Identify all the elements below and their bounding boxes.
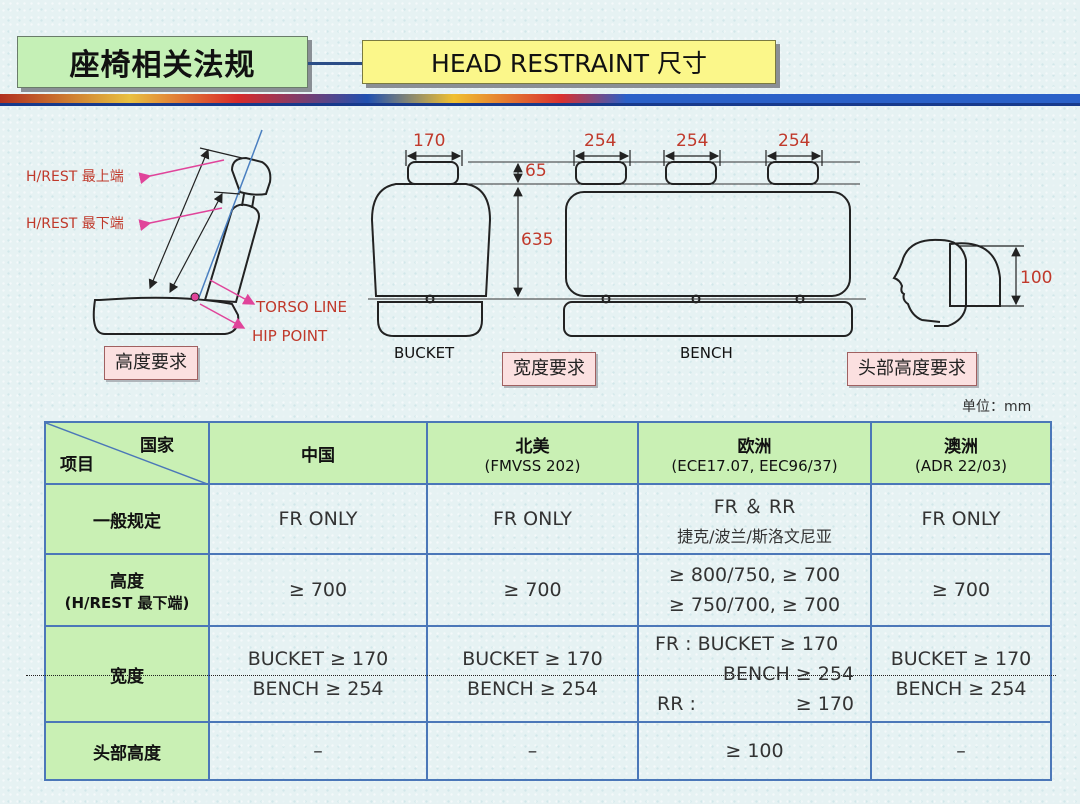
hip-point-marker: [190, 292, 200, 302]
hrest-top-label: H/REST 最上端: [26, 169, 124, 185]
head-restraint-diagram: H/REST 最上端 H/REST 最下端 TORSO LINE HIP POI…: [26, 129, 1052, 362]
bench-width-dim-1: 254: [584, 131, 616, 151]
cell-general-china: FR ONLY: [208, 483, 428, 555]
page-title: 座椅相关法规: [17, 36, 308, 88]
row-label-sub: (H/REST 最下端): [64, 594, 190, 612]
head-height-dim: 100: [1020, 268, 1052, 288]
bench-seat-drawing: [563, 161, 853, 337]
cell-width-china-bench: BENCH ≥ 254: [252, 678, 384, 700]
table-row: 头部高度 – – ≥ 100 –: [44, 721, 1052, 781]
cell-head-china: –: [208, 721, 428, 781]
bench-label: BENCH: [680, 344, 733, 362]
row-label-width: 宽度: [44, 625, 210, 723]
cell-height-china: ≥ 700: [208, 553, 428, 627]
table-row: 高度 (H/REST 最下端) ≥ 700 ≥ 700 ≥ 800/750, ≥…: [44, 553, 1052, 627]
table-row: 一般规定 FR ONLY FR ONLY FR ＆ RR 捷克/波兰/斯洛文尼亚…: [44, 483, 1052, 555]
col-header-europe: 欧洲 (ECE17.07, EEC96/37): [637, 421, 872, 485]
bench-width-dim-2: 254: [676, 131, 708, 151]
cell-width-eu-rr-value: ≥ 170: [795, 693, 854, 715]
cell-width-au: BUCKET ≥ 170 BENCH ≥ 254: [870, 625, 1052, 723]
corner-item-label: 项目: [60, 455, 94, 475]
cell-height-eu-line2: ≥ 750/700, ≥ 700: [668, 594, 841, 616]
cell-width-eu-fr: FR : BUCKET ≥ 170: [655, 633, 839, 655]
bucket-seat-drawing: [370, 161, 492, 337]
col-header-name: 北美: [515, 436, 550, 457]
col-header-name: 澳洲: [944, 436, 978, 457]
cell-width-eu-rr-label: RR :: [657, 693, 696, 715]
cell-width-china-bucket: BUCKET ≥ 170: [247, 648, 389, 670]
cell-width-au-bucket: BUCKET ≥ 170: [890, 648, 1032, 670]
torso-arrow: [209, 279, 256, 305]
cell-general-au: FR ONLY: [870, 483, 1052, 555]
torso-line-label: TORSO LINE: [255, 298, 347, 316]
header-rule: [0, 103, 1080, 106]
row-label-general: 一般规定: [44, 483, 210, 555]
title-connector: [308, 62, 364, 65]
row-label-head-height: 头部高度: [44, 721, 210, 781]
col-header-australia: 澳洲 (ADR 22/03): [870, 421, 1052, 485]
dotted-guide-line: [26, 675, 1056, 676]
table-header-row: 国家 项目 中国 北美 (FMVSS 202) 欧洲 (ECE17.07, EE…: [44, 421, 1052, 485]
cell-height-na: ≥ 700: [426, 553, 639, 627]
hip-arrow: [199, 303, 246, 329]
cell-width-na: BUCKET ≥ 170 BENCH ≥ 254: [426, 625, 639, 723]
cell-height-eu-line1: ≥ 800/750, ≥ 700: [668, 564, 841, 586]
width-requirement-caption: 宽度要求: [502, 352, 596, 386]
bucket-label: BUCKET: [394, 344, 455, 362]
cell-head-au: –: [870, 721, 1052, 781]
cell-height-eu: ≥ 800/750, ≥ 700 ≥ 750/700, ≥ 700: [637, 553, 872, 627]
table-row: 宽度 BUCKET ≥ 170 BENCH ≥ 254 BUCKET ≥ 170…: [44, 625, 1052, 723]
col-header-sub: (FMVSS 202): [484, 456, 581, 475]
cell-width-na-bench: BENCH ≥ 254: [466, 678, 599, 700]
cell-height-au: ≥ 700: [870, 553, 1052, 627]
table-corner-cell: 国家 项目: [44, 421, 210, 485]
hrest-bottom-arrow: [138, 207, 223, 232]
page-subtitle: HEAD RESTRAINT 尺寸: [362, 40, 776, 84]
cell-width-eu: FR : BUCKET ≥ 170 BENCH ≥ 254 RR : ≥ 170: [637, 625, 872, 723]
cell-general-eu: FR ＆ RR 捷克/波兰/斯洛文尼亚: [637, 483, 872, 555]
hrest-bottom-label: H/REST 最下端: [26, 216, 124, 232]
row-label-main: 高度: [110, 572, 144, 592]
cell-general-eu-note: 捷克/波兰/斯洛文尼亚: [677, 526, 832, 546]
col-header-china: 中国: [208, 421, 428, 485]
cell-general-na: FR ONLY: [426, 483, 639, 555]
cell-width-eu-bench: BENCH ≥ 254: [722, 663, 854, 685]
col-header-sub: (ECE17.07, EEC96/37): [671, 456, 838, 475]
cell-width-au-bench: BENCH ≥ 254: [895, 678, 1027, 700]
cell-width-china: BUCKET ≥ 170 BENCH ≥ 254: [208, 625, 428, 723]
height-dim: 635: [521, 230, 553, 250]
gap-dim: 65: [525, 161, 547, 181]
bucket-width-dim: 170: [413, 131, 445, 151]
bench-width-dim-3: 254: [778, 131, 810, 151]
cell-width-na-bucket: BUCKET ≥ 170: [462, 648, 603, 670]
head-profile-drawing: [892, 238, 1001, 327]
decorative-header-band: [0, 94, 1080, 104]
col-header-name: 中国: [301, 445, 335, 466]
row-label-height: 高度 (H/REST 最下端): [44, 553, 210, 627]
corner-diagonal: [46, 423, 210, 485]
hrest-top-arrow: [138, 159, 225, 185]
col-header-name: 欧洲: [737, 436, 772, 457]
col-header-north-america: 北美 (FMVSS 202): [426, 421, 639, 485]
unit-label: 单位：mm: [962, 399, 1032, 415]
cell-width-eu-rr: RR : ≥ 170: [639, 689, 870, 719]
cell-general-eu-main: FR ＆ RR: [713, 495, 796, 518]
cell-head-eu: ≥ 100: [637, 721, 872, 781]
corner-country-label: 国家: [140, 436, 174, 456]
hip-point-label: HIP POINT: [252, 327, 328, 345]
cell-head-na: –: [426, 721, 639, 781]
col-header-sub: (ADR 22/03): [915, 456, 1007, 475]
regulation-table: 国家 项目 中国 北美 (FMVSS 202) 欧洲 (ECE17.07, EE…: [44, 421, 1052, 781]
head-height-requirement-caption: 头部高度要求: [847, 352, 977, 386]
height-requirement-caption: 高度要求: [104, 346, 198, 380]
